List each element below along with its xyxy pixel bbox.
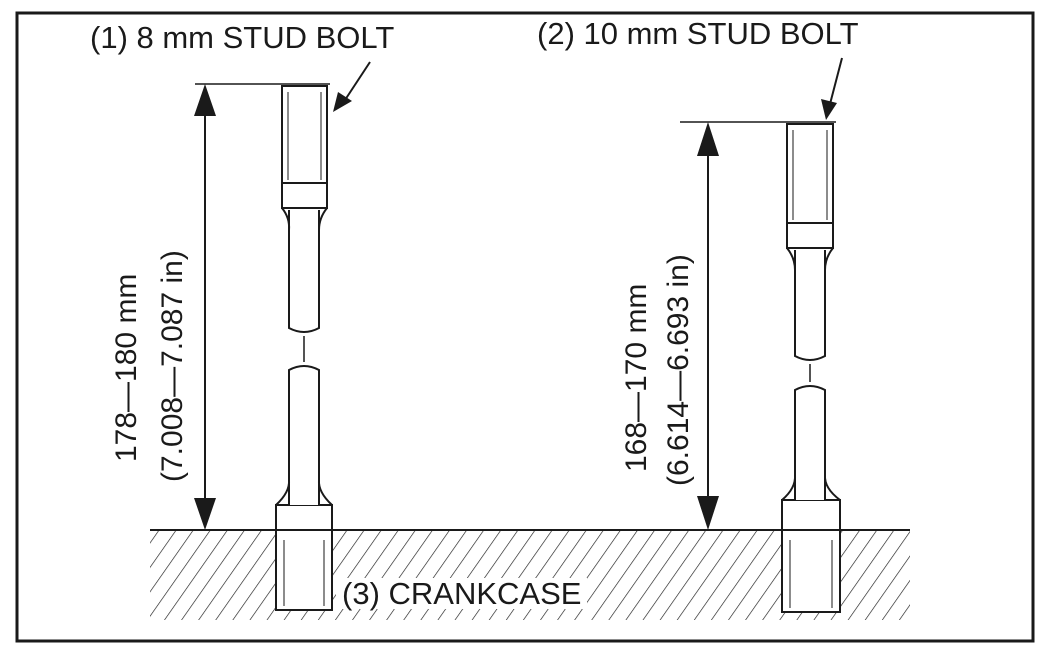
- stud-8mm-label: (1) 8 mm STUD BOLT: [90, 20, 395, 55]
- leader-arrow-8mm: [333, 61, 371, 112]
- leader-arrow-10mm: [821, 57, 843, 120]
- dimension-line-8mm: [194, 83, 330, 530]
- stud-10mm-height-in: (6.614—6.693 in): [662, 254, 695, 486]
- dimension-line-10mm: [680, 121, 836, 530]
- stud-8mm-height-in: (7.008—7.087 in): [156, 250, 189, 482]
- stud-bolt-10mm: [781, 123, 841, 613]
- stud-bolt-8mm: [275, 85, 333, 611]
- stud-10mm-label: (2) 10 mm STUD BOLT: [537, 16, 859, 51]
- stud-10mm-height-mm: 168—170 mm: [620, 283, 653, 472]
- stud-8mm-height-mm: 178—180 mm: [110, 273, 143, 462]
- crankcase-label: (3) CRANKCASE: [336, 578, 588, 609]
- frame-border: [15, 11, 1035, 643]
